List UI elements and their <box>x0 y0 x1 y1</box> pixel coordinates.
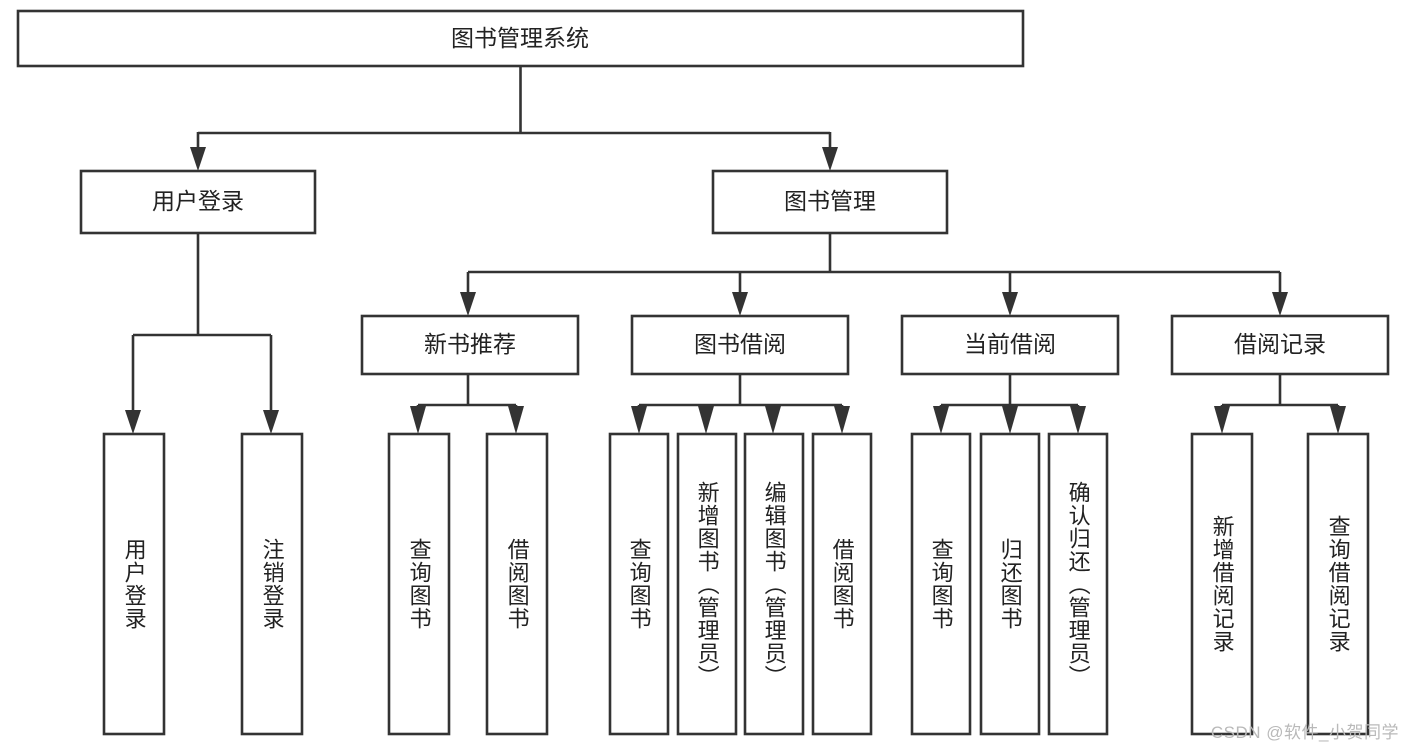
node-leaf-confirm-return-box[interactable] <box>1047 432 1109 736</box>
node-leaf-return-book-box[interactable] <box>979 432 1041 736</box>
node-new-book-recommend-box[interactable] <box>360 314 580 376</box>
node-leaf-query-book-3-box[interactable] <box>910 432 972 736</box>
arrowhead-leaf-query-book-3 <box>933 406 949 434</box>
arrowhead-leaf-query-book-1 <box>410 406 426 434</box>
node-root-box[interactable] <box>16 9 1025 68</box>
arrowhead-user-login <box>190 147 206 171</box>
node-current-borrow-box[interactable] <box>900 314 1120 376</box>
node-borrow-record-box[interactable] <box>1170 314 1390 376</box>
node-root-label: 图书管理系统 <box>451 25 589 51</box>
node-layer: 图书管理系统 用户登录 图书管理 新书推荐 图书借阅 当前借阅 借阅记录 <box>16 9 1390 736</box>
arrowhead-leaf-return-book <box>1002 406 1018 434</box>
node-leaf-query-book-2-box[interactable] <box>608 432 670 736</box>
node-leaf-query-borrow-record-box[interactable] <box>1306 432 1370 736</box>
node-leaf-edit-book-box[interactable] <box>743 432 805 736</box>
node-new-book-recommend-label: 新书推荐 <box>424 331 516 357</box>
arrowhead-leaf-user-login <box>125 410 141 434</box>
node-leaf-add-book-box[interactable] <box>676 432 738 736</box>
arrowhead-new-book-recommend <box>460 292 476 316</box>
arrowhead-book-manage <box>822 147 838 171</box>
node-leaf-borrow-book-2-box[interactable] <box>811 432 873 736</box>
node-borrow-record-label: 借阅记录 <box>1234 331 1326 357</box>
arrowhead-leaf-query-book-2 <box>631 406 647 434</box>
node-leaf-logout-login-box[interactable] <box>240 432 304 736</box>
arrowhead-borrow-record <box>1272 292 1288 316</box>
node-leaf-query-book-1-box[interactable] <box>387 432 451 736</box>
arrowhead-leaf-edit-book <box>765 406 781 434</box>
node-user-login-label: 用户登录 <box>152 188 244 214</box>
arrowhead-leaf-add-book <box>698 406 714 434</box>
node-leaf-user-login-box[interactable] <box>102 432 166 736</box>
arrowhead-current-borrow <box>1002 292 1018 316</box>
node-leaf-borrow-book-1-box[interactable] <box>485 432 549 736</box>
node-user-login-box[interactable] <box>79 169 317 235</box>
arrowhead-leaf-borrow-book-2 <box>834 406 850 434</box>
arrowhead-leaf-query-borrow-record <box>1330 406 1346 434</box>
node-book-manage-label: 图书管理 <box>784 188 876 214</box>
node-current-borrow-label: 当前借阅 <box>964 331 1056 357</box>
node-book-borrow-label: 图书借阅 <box>694 331 786 357</box>
arrowhead-leaf-add-borrow-record <box>1214 406 1230 434</box>
csdn-watermark: CSDN @软件_小贺同学 <box>1210 723 1399 742</box>
arrowhead-leaf-logout-login <box>263 410 279 434</box>
node-book-manage-box[interactable] <box>711 169 949 235</box>
arrowhead-book-borrow <box>732 292 748 316</box>
arrowhead-leaf-confirm-return <box>1070 406 1086 434</box>
arrowhead-leaf-borrow-book-1 <box>508 406 524 434</box>
node-leaf-add-borrow-record-box[interactable] <box>1190 432 1254 736</box>
node-book-borrow-box[interactable] <box>630 314 850 376</box>
connector-layer <box>125 66 1346 434</box>
